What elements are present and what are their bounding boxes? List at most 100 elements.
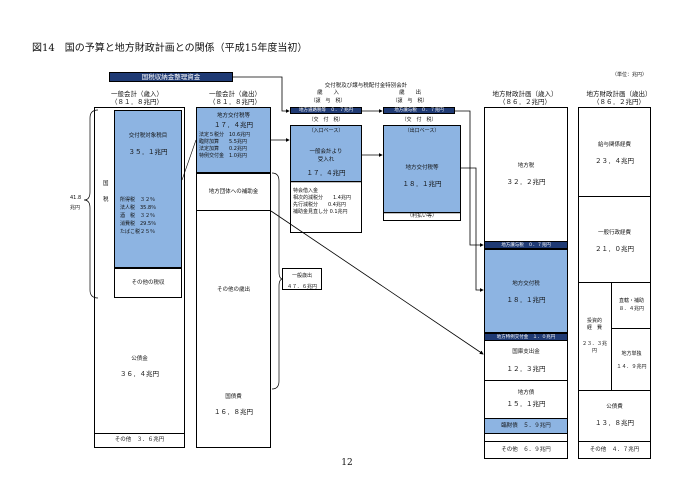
divider (611, 282, 612, 390)
other-tax-box: その他の税収 (114, 268, 182, 298)
revenue-other-box: その他 ３．６兆円 (94, 433, 185, 448)
out-basis: （出口ベース） (404, 128, 440, 134)
tax-items-list: 所得税 ３２％ 法人税 35.8％ 酒 税 ３２％ 消費税 29.5％ たばこ税… (120, 196, 156, 236)
local-expenditure-column (578, 107, 651, 459)
tax-base-title: 交付税対象税目 (128, 133, 168, 139)
bonds-amount: ３６．４兆円 (120, 370, 159, 378)
special-in-box (290, 125, 362, 182)
grant-item: 特例交付金 1.0兆円 (199, 153, 247, 159)
special-bonds-box: 臨財債 ５．９兆円 (484, 418, 568, 434)
other-expenditure-label: その他の歳出 (216, 287, 250, 293)
tax-item: 消費税 29.5％ (120, 221, 157, 227)
salary-amount: ２３．４兆円 (595, 157, 634, 165)
general-expenditure-box: 一般歳出 ４７．６兆円 (282, 268, 322, 290)
salary-label: 給与関係経費 (597, 142, 631, 148)
local-expenditure-total: （８６．２兆円） (593, 98, 645, 106)
subsidized-amount: ８．４兆円 (618, 306, 644, 312)
general-expenditure-amount: ４７．６兆円 (286, 284, 317, 290)
arrow-collection-to-special (233, 76, 290, 113)
local-bonds-label: 地方債 (517, 390, 535, 396)
tax-item: 所得税 ３２％ (120, 197, 156, 203)
admin-label: 一般行政経費 (597, 230, 631, 236)
grant-item: 法定５税分 10.6兆円 (199, 132, 251, 138)
divider (611, 328, 651, 329)
special-account-title: 交付税及び譲与税配付金特別会計 (324, 83, 408, 89)
local-tax-amount: ３２．２兆円 (506, 178, 546, 186)
local-revenue-other: その他 ６．９兆円 (484, 441, 568, 459)
grant-item: 法定加算 0.2兆円 (199, 146, 247, 152)
revenue-bracket (83, 109, 99, 299)
general-expenditure-label: 一般歳出 (291, 273, 312, 279)
local-expenditure-other: その他 ４．７兆円 (578, 441, 651, 459)
special-items-list: 特会借入金 相次的減税分 1.4兆円 先行減税分 0.4兆円 補助金見直し分 0… (293, 188, 351, 216)
special-item: 特会借入金 (293, 188, 319, 194)
grant-out-amount: １８．１兆円 (402, 180, 442, 188)
bonds-label: 公債金 (131, 356, 148, 362)
tax-item: 法人税 35.8％ (120, 205, 157, 211)
local-special-grant: 地方特例交付金 １．０兆円 (484, 333, 568, 341)
independent-amount: １４．９兆円 (616, 364, 647, 370)
local-revenue-total: （８６．２兆円） (499, 98, 551, 106)
tax-item: たばこ税２５％ (120, 229, 156, 235)
in-basis: （入口ベース） (308, 128, 344, 134)
from-general-amount: １７．４兆円 (306, 169, 346, 177)
debt-service-amount: １６．８兆円 (214, 408, 253, 416)
unit-label: （単位：兆円） (612, 72, 648, 78)
local-revenue-title: 地方財政計画（歳入） (492, 90, 558, 98)
tax-base-amount: ３５．１兆円 (128, 148, 168, 156)
local-transfer-tax: 地方譲与税 ０．７兆円 (484, 241, 568, 249)
special-out-box (383, 125, 461, 213)
line-tax-to-grant (181, 139, 197, 181)
local-expenditure-title: 地方財政計画（歳出） (586, 90, 652, 98)
independent-label: 地方単独 (621, 351, 642, 357)
arrow-transfer-to-local (455, 110, 484, 247)
bracket-amount: 41.8 兆円 (70, 195, 82, 211)
bond-service-amount: １３．８兆円 (595, 419, 634, 427)
special-expenditure-label: 歳 出 (398, 90, 421, 96)
local-grant-amount: １８．１兆円 (506, 296, 546, 304)
transfer-tax-out: 地方譲与税 ０．７兆円 (383, 107, 455, 114)
local-grant-box (484, 249, 568, 333)
grant-box (196, 107, 271, 173)
figure-title: 図14 国の予算と地方財政計画との関係（平成15年度当初） (32, 43, 308, 54)
general-expenditure-bracket (271, 172, 284, 390)
national-subsidy-label: 国庫支出金 (512, 349, 540, 355)
page-number: 12 (341, 458, 353, 468)
local-tax-label: 地方税 (517, 163, 535, 169)
tax-item: 酒 税 ３２％ (120, 213, 156, 219)
special-revenue-sub: （譲 与 税） (310, 98, 346, 104)
general-revenue-total: （８１．８兆円） (111, 98, 163, 106)
admin-amount: ２１．０兆円 (595, 245, 634, 253)
divider (578, 196, 651, 197)
tax-base-box (114, 110, 182, 268)
subsidized-label: 直轄・補助 (618, 298, 644, 304)
special-revenue-label: 歳 入 (316, 90, 339, 96)
grant-title: 地方交付税等 (216, 113, 250, 119)
general-expenditure-title: 一般会計（歳出） (209, 90, 261, 98)
transfer-tax-in: 地方道路税等 ０．７兆円 (290, 107, 362, 114)
grant-items-list: 法定５税分 10.6兆円 臨財加算 5.5兆円 法定加算 0.2兆円 特例交付金… (199, 132, 250, 160)
interest-note: （利払い等） (406, 213, 437, 219)
general-revenue-title: 一般会計（歳入） (111, 90, 163, 98)
local-grant-label: 地方交付税 (512, 281, 540, 287)
national-tax-label: 国 税 (103, 181, 109, 203)
local-bonds-amount: １５．１兆円 (506, 400, 546, 408)
divider (578, 390, 651, 391)
divider (578, 282, 651, 283)
special-item: 補助金見直し分 0.1兆円 (293, 209, 348, 215)
tax-collection-account: 国税収納金整理資金 (109, 72, 233, 82)
grant-out-sub: （交 付 税） (401, 117, 437, 123)
general-expenditure-total: （８１．８兆円） (209, 98, 261, 106)
arrow-grant-to-local (461, 167, 484, 292)
special-item: 先行減税分 0.4兆円 (293, 202, 346, 208)
special-expenditure-sub: （譲 与 税） (392, 98, 428, 104)
grant-total: １７．４兆円 (214, 121, 253, 129)
grant-out-title: 地方交付税等 (405, 165, 439, 171)
special-item: 相次的減税分 1.4兆円 (293, 195, 351, 201)
subsidy-box: 地方団体への補助金 (196, 173, 271, 211)
grant-item: 臨財加算 5.5兆円 (199, 139, 247, 145)
investment-amount: ２３．３兆 円 (581, 341, 607, 354)
bond-service-label: 公債費 (606, 404, 623, 410)
from-general: 一般会計より 受入れ (309, 149, 343, 163)
